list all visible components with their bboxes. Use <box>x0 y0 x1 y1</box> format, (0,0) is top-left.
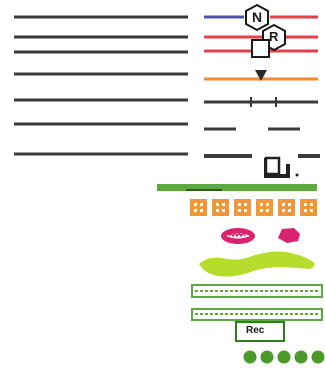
rec-box-icon <box>235 321 285 342</box>
orange-pattern-block <box>234 199 251 216</box>
left-tracks <box>14 15 188 156</box>
worm-icon <box>199 251 315 277</box>
green-dot <box>311 350 325 364</box>
bracket-icon <box>264 156 299 178</box>
hexagon-n-icon <box>245 3 269 32</box>
orange-pattern-block <box>278 199 295 216</box>
orange-pattern-block <box>212 199 229 216</box>
green-bar <box>157 184 317 191</box>
orange-pattern-block <box>256 199 273 216</box>
dotted-track-2 <box>191 308 323 321</box>
dotted-track-1 <box>191 284 323 298</box>
rec-box-label: Rec <box>246 325 265 336</box>
hexagon-r-label: R <box>269 29 279 44</box>
orange-pattern <box>190 199 317 216</box>
down-triangle-icon <box>255 70 267 81</box>
green-dot <box>277 350 291 364</box>
green-dots <box>243 350 325 364</box>
orange-pattern-block <box>300 199 317 216</box>
orange-pattern-block <box>190 199 207 216</box>
cross-section-icon <box>221 228 255 244</box>
green-dot <box>243 350 257 364</box>
green-dot <box>260 350 274 364</box>
right-tracks <box>204 15 320 158</box>
green-dot <box>294 350 308 364</box>
blob-icon <box>278 228 300 243</box>
hexagon-n-label: N <box>252 9 263 25</box>
square-outline-icon <box>251 39 270 58</box>
